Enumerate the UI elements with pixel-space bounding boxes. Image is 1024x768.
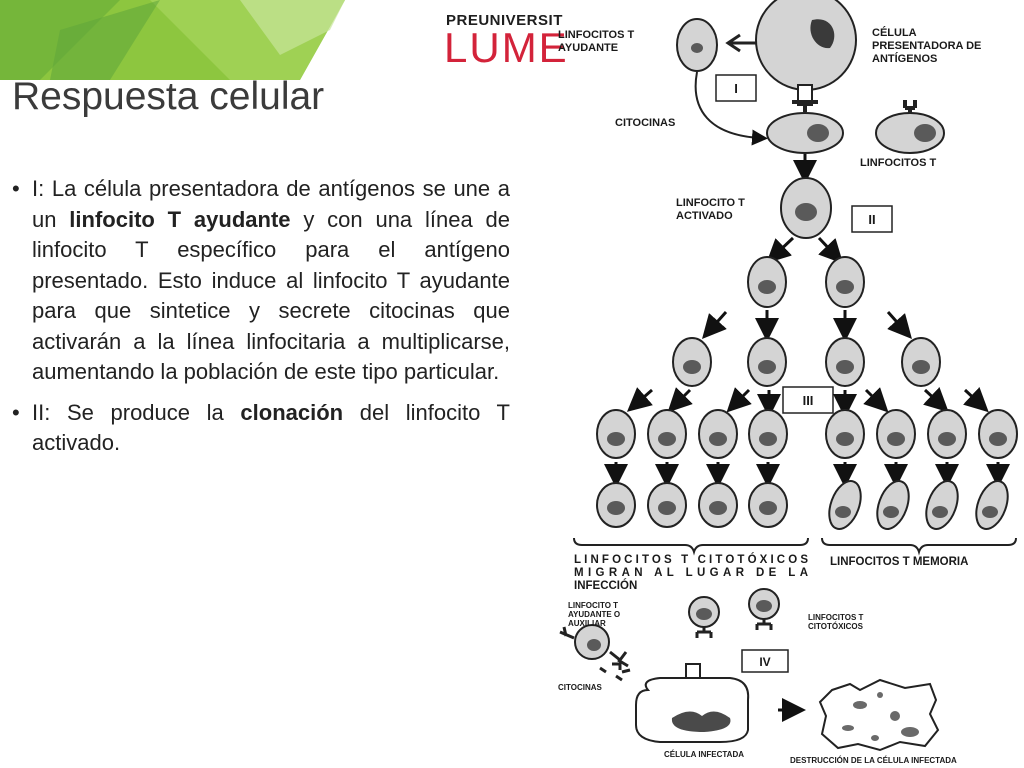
helper-t-cell — [676, 18, 718, 72]
tcr-receptor-apc — [792, 84, 818, 112]
label-helper-t-1: LINFOCITOS T — [558, 29, 634, 41]
arrow-gen3-1 — [702, 311, 728, 339]
free-t-cell — [875, 100, 945, 154]
stage-label-1: I — [734, 81, 738, 96]
arrow-gen4-3 — [726, 387, 752, 413]
label-aux-1: LINFOCITO T — [568, 601, 618, 610]
label-apc-1: CÉLULA — [872, 26, 917, 39]
label-apc-2: PRESENTADORA DE — [872, 40, 981, 52]
stage-box-1: I — [715, 74, 757, 102]
stage-label-2: II — [868, 212, 875, 227]
label-activado-1: LINFOCITO T — [676, 197, 745, 209]
arrow-diag-r1 — [817, 236, 844, 264]
gen3-cell-4 — [901, 337, 941, 387]
stage-box-2: II — [851, 205, 893, 233]
label-destruccion: DESTRUCCIÓN DE LA CÉLULA INFECTADA — [790, 756, 957, 765]
label-cito-2: CITOTÓXICOS — [808, 622, 864, 631]
gen2-cell-right — [825, 256, 865, 308]
label-aux-3: AUXILIAR — [568, 619, 606, 628]
gen2-cell-left — [747, 256, 787, 308]
cytotoxic-stage4-1 — [688, 596, 720, 638]
label-citocinas-stage4: CITOCINAS — [558, 683, 603, 692]
gen4-cell-2 — [647, 409, 687, 459]
memory-cell-4 — [975, 480, 1009, 530]
infected-cell — [635, 663, 750, 743]
label-citocinas: CITOCINAS — [615, 117, 675, 129]
gen3-cell-1 — [672, 337, 712, 387]
brand-logo: PREUNIVERSIT LUME — [440, 10, 567, 70]
bullet-2-post: del linfocito T activado. — [32, 399, 510, 456]
label-citotoxicos-3: INFECCIÓN — [574, 579, 637, 592]
cytotoxic-cell-4 — [748, 482, 788, 528]
bullet-list: • I: La célula presentadora de antígenos … — [8, 174, 510, 469]
gen3-cell-2 — [747, 337, 787, 387]
gen4-cell-7 — [927, 409, 967, 459]
bullet-1-post: y con una línea de linfocito T específic… — [32, 206, 510, 385]
bullet-dot: • — [12, 176, 20, 201]
bullet-1-bold: linfocito T ayudante — [69, 206, 291, 232]
bullet-dot: • — [12, 399, 20, 425]
gen4-cell-1 — [596, 409, 636, 459]
antigen-presenting-cell — [755, 0, 857, 91]
logo-main-text: LUME — [444, 24, 569, 71]
arrow-gen4-7 — [923, 387, 949, 413]
stage-box-3: III — [782, 386, 834, 414]
cytokine-particles — [599, 662, 631, 682]
bullet-item-2: • II: Se produce la clonación del linfoci… — [8, 398, 510, 459]
immune-response-diagram: LINFOCITOS T AYUDANTE CÉLULA PRESENTADOR… — [558, 0, 1018, 765]
memory-cell-3 — [925, 480, 959, 530]
gen3-cell-3 — [825, 337, 865, 387]
helper-cell-stage4 — [559, 624, 629, 668]
bound-t-cell — [766, 112, 844, 154]
bullet-1-pre: I: La célula presentadora de antígenos s… — [32, 176, 510, 232]
destroyed-cell — [818, 678, 940, 752]
arrow-gen4-6 — [863, 387, 889, 413]
arrow-gen4-8 — [963, 387, 989, 413]
gen4-cell-6 — [876, 409, 916, 459]
arrow-gen4-1 — [626, 387, 653, 412]
cytotoxic-stage4-2 — [748, 588, 780, 630]
cytokine-arrow — [694, 71, 768, 146]
logo-top-text: PREUNIVERSIT — [446, 12, 563, 29]
stage-label-3: III — [803, 393, 814, 408]
stage-label-4: IV — [759, 655, 770, 669]
arrow-diag-l1 — [766, 236, 795, 264]
label-helper-t-2: AYUDANTE — [558, 42, 618, 54]
memory-cell-2 — [876, 480, 910, 530]
label-apc-3: ANTÍGENOS — [872, 52, 937, 65]
gen4-cell-3 — [698, 409, 738, 459]
stage-box-4: IV — [741, 649, 789, 673]
arrow-gen3-4 — [886, 311, 912, 339]
binding-arrow — [725, 33, 756, 53]
bullet-item-1: • I: La célula presentadora de antígenos … — [8, 174, 510, 388]
label-aux-2: AYUDANTE O — [568, 610, 620, 619]
bullet-2-bold: clonación — [240, 399, 344, 425]
slide-title: Respuesta celular — [12, 75, 325, 118]
cytotoxic-cell-3 — [698, 482, 738, 528]
bullet-2-pre: II: Se produce la — [32, 399, 241, 425]
brace-cytotoxic — [573, 537, 809, 556]
corner-decoration — [0, 0, 345, 80]
label-cito-1: LINFOCITOS T — [808, 613, 864, 622]
gen4-cell-8 — [978, 409, 1018, 459]
activated-t-cell — [780, 177, 832, 239]
arrow-gen4-2 — [667, 387, 693, 413]
memory-cell-1 — [828, 480, 862, 530]
label-memoria: LINFOCITOS T MEMORIA — [830, 556, 968, 568]
label-linfocitos-t: LINFOCITOS T — [860, 157, 936, 169]
gen4-cell-4 — [748, 409, 788, 459]
cytotoxic-cell-2 — [647, 482, 687, 528]
label-activado-2: ACTIVADO — [676, 210, 733, 222]
cytotoxic-cell-1 — [596, 482, 636, 528]
brace-memory — [821, 537, 1017, 556]
gen4-cell-5 — [825, 409, 865, 459]
label-citotoxicos-1: LINFOCITOS T CITOTÓXICOS — [574, 553, 808, 566]
label-citotoxicos-2: MIGRAN AL LUGAR DE LA — [574, 567, 808, 579]
label-celula-infectada: CÉLULA INFECTADA — [664, 750, 744, 759]
